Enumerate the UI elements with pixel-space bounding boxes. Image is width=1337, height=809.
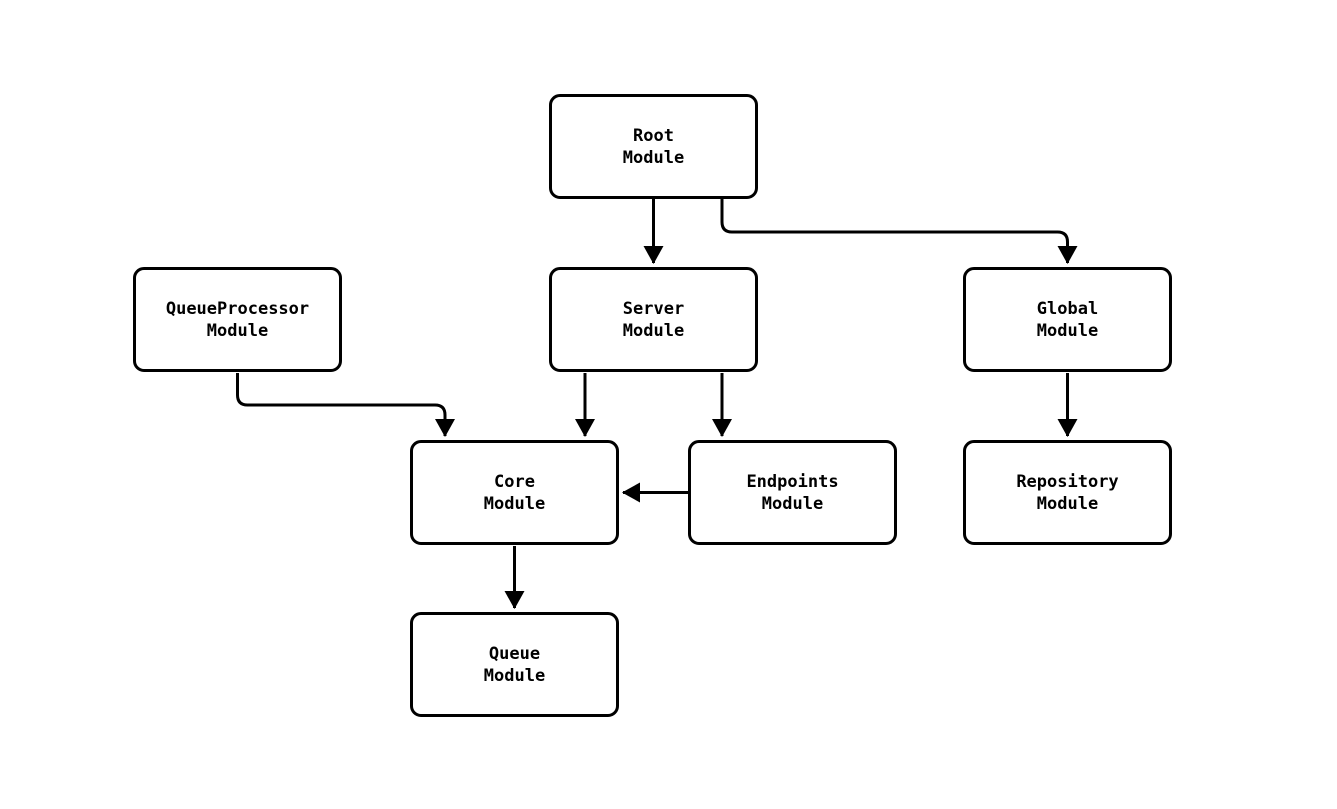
node-global-module: Global Module (963, 267, 1172, 372)
node-queue-module: Queue Module (410, 612, 619, 717)
node-endpoints-module: Endpoints Module (688, 440, 897, 545)
node-server-module: Server Module (549, 267, 758, 372)
node-core-module-label: Core Module (483, 471, 546, 514)
node-root-module-label: Root Module (622, 125, 685, 168)
edge-queue-processor-to-core (236, 373, 455, 437)
node-queue-processor-module: QueueProcessor Module (133, 267, 342, 372)
node-global-module-label: Global Module (1036, 298, 1099, 341)
node-queue-processor-module-label: QueueProcessor Module (165, 298, 310, 341)
node-repository-module: Repository Module (963, 440, 1172, 545)
node-queue-module-label: Queue Module (483, 643, 546, 686)
node-core-module: Core Module (410, 440, 619, 545)
node-repository-module-label: Repository Module (1016, 471, 1119, 514)
node-root-module: Root Module (549, 94, 758, 199)
edge-root-to-global (720, 199, 1078, 264)
node-server-module-label: Server Module (622, 298, 685, 341)
node-endpoints-module-label: Endpoints Module (746, 471, 839, 514)
